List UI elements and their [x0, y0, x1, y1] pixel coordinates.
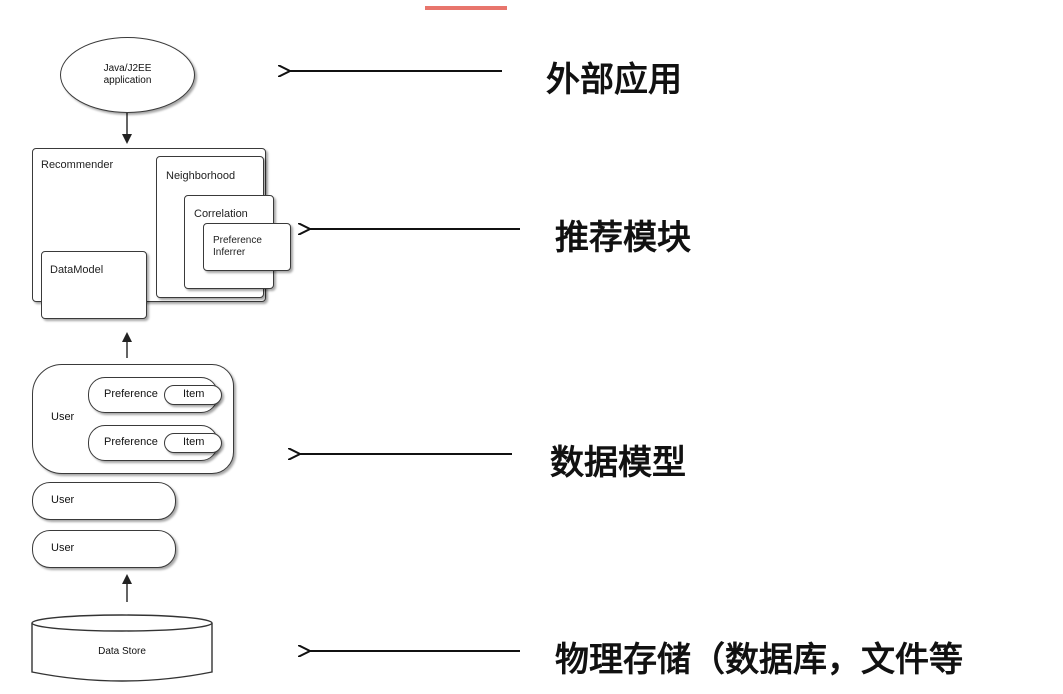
preference-label-1: Preference: [104, 388, 158, 400]
top-accent-bar: [425, 6, 507, 10]
user-label-2: User: [51, 494, 75, 506]
user-pill-3: User: [32, 530, 176, 568]
java-app-line2: application: [103, 75, 152, 86]
datamodel-label: DataModel: [50, 264, 104, 276]
data-store-cylinder: [31, 614, 213, 682]
preference-inferrer-line2: Inferrer: [213, 247, 246, 258]
user-pill-2: User: [32, 482, 176, 520]
item-pill-1: Item: [164, 385, 222, 405]
preference-inferrer-box: Preference Inferrer: [203, 223, 291, 271]
datamodel-box: DataModel: [41, 251, 147, 319]
data-store-label: Data Store: [98, 646, 146, 657]
java-app-line1: Java/J2EE: [103, 63, 152, 74]
correlation-label: Correlation: [194, 208, 248, 220]
item-label-1: Item: [183, 388, 205, 400]
item-pill-2: Item: [164, 433, 222, 453]
java-app-node: Java/J2EE application: [60, 37, 195, 113]
item-label-2: Item: [183, 436, 205, 448]
user-label-main: User: [51, 411, 75, 423]
user-label-3: User: [51, 542, 75, 554]
recommender-label: Recommender: [41, 159, 114, 171]
layer-label-storage: 物理存储（数据库，文件等: [555, 640, 963, 680]
layer-label-recommend: 推荐模块: [555, 218, 691, 258]
preference-inferrer-line1: Preference: [213, 235, 262, 246]
preference-label-2: Preference: [104, 436, 158, 448]
neighborhood-label: Neighborhood: [166, 170, 236, 182]
layer-label-external: 外部应用: [546, 60, 682, 100]
layer-label-datamodel: 数据模型: [550, 443, 686, 483]
